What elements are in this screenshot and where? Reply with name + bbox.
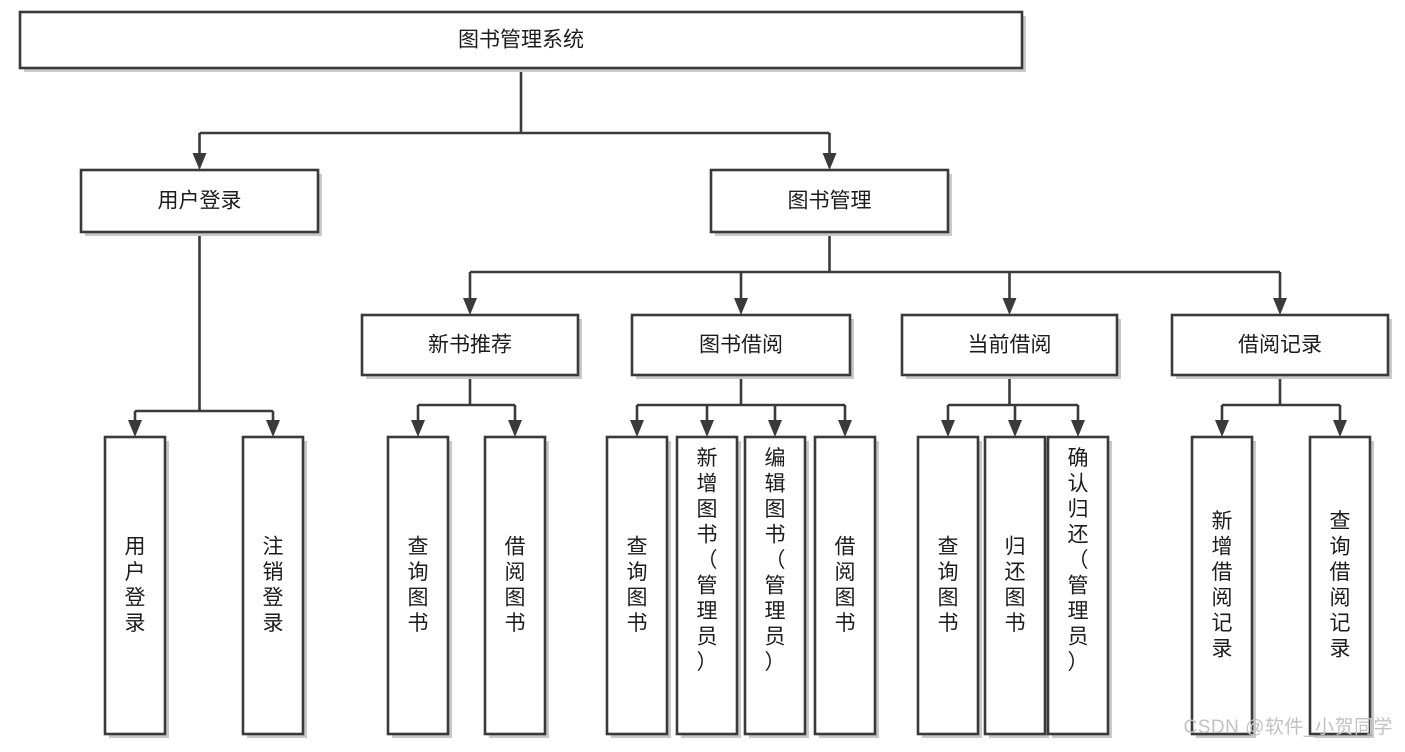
node-leaf-query-book-3[interactable]: 查询图书: [916, 435, 982, 738]
edge-arrowhead: [463, 298, 477, 315]
nodes-layer: 图书管理系统用户登录图书管理新书推荐图书借阅当前借阅借阅记录用户登录注销登录查询…: [18, 10, 1392, 738]
edge-arrowhead: [1215, 420, 1229, 437]
edge-arrowhead: [1008, 420, 1022, 437]
node-label: 归还图书: [1005, 536, 1026, 636]
edge-arrowhead: [508, 420, 522, 437]
edges-layer: [128, 68, 1347, 437]
node-label: 新书推荐: [428, 334, 512, 357]
edge-group-book-borrow: [630, 375, 852, 437]
node-leaf-borrow-book-2[interactable]: 借阅图书: [813, 435, 879, 738]
node-box: [1190, 435, 1254, 736]
node-label: 查询图书: [408, 536, 429, 636]
node-label: 注销登录: [263, 536, 284, 636]
node-leaf-query-book-1[interactable]: 查询图书: [386, 435, 452, 738]
node-label: 图书管理系统: [458, 29, 584, 52]
node-box: [983, 435, 1047, 736]
node-box: [675, 435, 739, 736]
node-label: 借阅记录: [1238, 334, 1322, 357]
edge-arrowhead: [630, 420, 644, 437]
edge-arrowhead: [192, 153, 207, 170]
node-box: [1046, 435, 1110, 736]
node-label: 借阅图书: [835, 536, 856, 636]
node-new-book-rec[interactable]: 新书推荐: [360, 313, 582, 379]
node-label: 查询借阅记录: [1330, 510, 1351, 661]
edge-arrowhead: [838, 420, 852, 437]
edge-group-new-book-rec: [411, 375, 522, 437]
edge-group-book-manage: [463, 232, 1287, 315]
node-user-login[interactable]: 用户登录: [79, 168, 322, 236]
node-root[interactable]: 图书管理系统: [18, 10, 1026, 72]
edge-arrowhead: [734, 298, 748, 315]
node-label: 图书管理: [788, 190, 872, 213]
node-box: [79, 168, 320, 234]
node-box: [103, 435, 167, 736]
node-leaf-borrow-book-1[interactable]: 借阅图书: [483, 435, 549, 738]
node-leaf-edit-book[interactable]: 编辑图书（管理员）: [743, 435, 809, 738]
node-leaf-user-logout[interactable]: 注销登录: [241, 435, 307, 738]
node-label: 编辑图书（管理员）: [765, 447, 786, 674]
node-book-manage[interactable]: 图书管理: [709, 168, 952, 236]
edge-group-root: [192, 68, 837, 170]
node-current-borrow[interactable]: 当前借阅: [900, 313, 1121, 379]
node-leaf-query-book-2[interactable]: 查询图书: [605, 435, 671, 738]
node-box: [18, 10, 1024, 70]
node-box: [360, 313, 580, 377]
node-label: 确认归还（管理员）: [1068, 447, 1089, 674]
node-box: [1308, 435, 1372, 736]
edge-arrowhead: [1002, 298, 1017, 315]
node-box: [1170, 313, 1390, 377]
node-borrow-record[interactable]: 借阅记录: [1170, 313, 1392, 379]
node-label: 用户登录: [158, 190, 242, 213]
node-label: 图书借阅: [699, 334, 783, 357]
node-leaf-return-book[interactable]: 归还图书: [983, 435, 1049, 738]
node-leaf-confirm-return[interactable]: 确认归还（管理员）: [1046, 435, 1112, 738]
node-leaf-add-record[interactable]: 新增借阅记录: [1190, 435, 1256, 738]
node-box: [241, 435, 305, 736]
edge-arrowhead: [1333, 420, 1347, 437]
edge-group-current-borrow: [941, 375, 1085, 437]
node-label: 新增图书（管理员）: [697, 447, 718, 674]
node-label: 当前借阅: [968, 334, 1052, 357]
node-box: [630, 313, 852, 377]
node-box: [743, 435, 807, 736]
node-leaf-query-record[interactable]: 查询借阅记录: [1308, 435, 1374, 738]
node-box: [483, 435, 547, 736]
edge-arrowhead: [1273, 298, 1287, 315]
node-box: [813, 435, 877, 736]
edge-arrowhead: [768, 420, 782, 437]
node-box: [605, 435, 669, 736]
node-label: 用户登录: [125, 536, 146, 636]
edge-arrowhead: [822, 153, 837, 170]
node-label: 借阅图书: [505, 536, 526, 636]
edge-arrowhead: [700, 420, 714, 437]
node-box: [900, 313, 1119, 377]
edge-arrowhead: [411, 420, 425, 437]
node-leaf-add-book[interactable]: 新增图书（管理员）: [675, 435, 741, 738]
edge-group-borrow-record: [1215, 375, 1347, 437]
edge-group-user-login: [128, 232, 280, 437]
node-box: [916, 435, 980, 736]
node-box: [709, 168, 950, 234]
node-box: [386, 435, 450, 736]
node-leaf-user-login[interactable]: 用户登录: [103, 435, 169, 738]
node-label: 查询图书: [627, 536, 648, 636]
edge-arrowhead: [1071, 420, 1085, 437]
node-label: 新增借阅记录: [1212, 510, 1233, 661]
edge-arrowhead: [128, 420, 142, 437]
node-book-borrow[interactable]: 图书借阅: [630, 313, 854, 379]
edge-arrowhead: [266, 420, 280, 437]
edge-arrowhead: [941, 420, 955, 437]
node-label: 查询图书: [938, 536, 959, 636]
